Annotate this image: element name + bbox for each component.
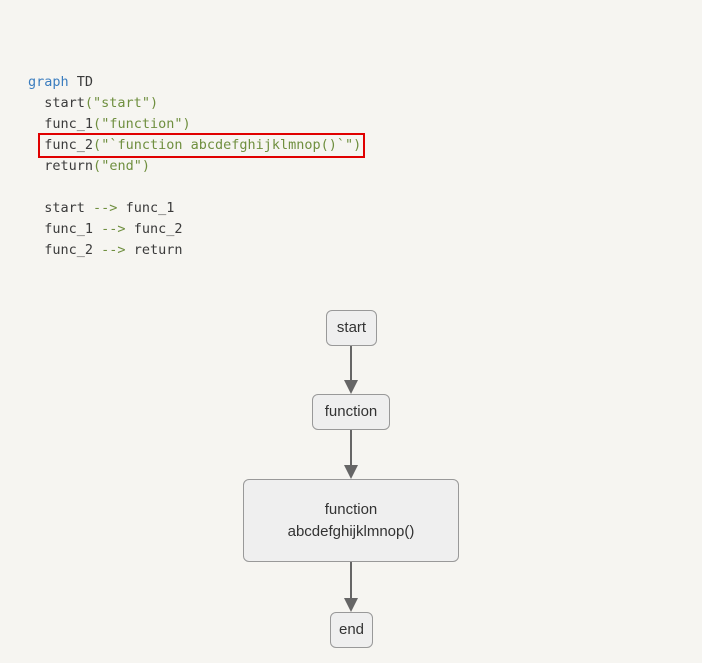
code-token-arrow: --> <box>101 221 126 237</box>
code-lines: graph TD start("start") func_1("function… <box>28 72 361 261</box>
node-label: function <box>324 403 378 420</box>
code-token-plain: func_1 <box>44 116 94 132</box>
node-label: end <box>338 621 365 638</box>
code-indent <box>28 95 44 111</box>
code-line-9: func_2 --> return <box>28 240 361 261</box>
code-token-plain: func_1 <box>44 221 102 237</box>
code-line-8: func_1 --> func_2 <box>28 219 361 240</box>
mermaid-rendered-flowchart: start function function abcdefghijklmnop… <box>0 290 702 663</box>
mermaid-source-code[interactable]: graph TD start("start") func_1("function… <box>28 30 365 303</box>
edge-func1-to-func2 <box>344 430 358 479</box>
flowchart-node-func-2[interactable]: function abcdefghijklmnop() <box>243 479 459 562</box>
code-token-str: "end" <box>101 158 142 174</box>
code-token-str: "`function abcdefghijklmnop()`" <box>101 137 354 153</box>
code-indent <box>28 158 44 174</box>
flowchart-node-start[interactable]: start <box>326 310 377 346</box>
code-token-arrow: --> <box>101 242 126 258</box>
flowchart-node-end[interactable]: end <box>330 612 373 648</box>
code-indent <box>28 137 44 153</box>
code-token-str: "function" <box>101 116 183 132</box>
code-line-3: func_1("function") <box>28 114 361 135</box>
flowchart-edges <box>344 346 358 612</box>
code-token-plain: return <box>125 242 183 258</box>
code-token-plain: func_2 <box>44 137 94 153</box>
code-line-2: start("start") <box>28 93 361 114</box>
code-token-plain: start <box>44 95 85 111</box>
code-token-arrow: --> <box>93 200 118 216</box>
code-line-5: return("end") <box>28 156 361 177</box>
code-token-plain: return <box>44 158 94 174</box>
code-indent <box>28 242 44 258</box>
code-token-punct: ) <box>353 137 362 153</box>
code-line-7: start --> func_1 <box>28 198 361 219</box>
code-indent <box>28 200 44 216</box>
code-token-punct: ) <box>182 116 191 132</box>
node-label-line-2: abcdefghijklmnop() <box>287 522 415 540</box>
code-token-plain: start <box>44 200 94 216</box>
code-indent <box>28 221 44 237</box>
code-line-1: graph TD <box>28 72 361 93</box>
code-token-punct: ( <box>93 116 102 132</box>
code-token-plain: func_1 <box>117 200 175 216</box>
edge-start-to-func1 <box>344 346 358 394</box>
edge-func2-to-end <box>344 562 358 612</box>
code-line-4: func_2("`function abcdefghijklmnop()`") <box>28 135 361 156</box>
code-line-6 <box>28 177 361 198</box>
flowchart-node-func-1[interactable]: function <box>312 394 390 430</box>
code-token-str: "start" <box>93 95 150 111</box>
code-token-punct: ( <box>84 95 94 111</box>
code-indent <box>28 116 44 132</box>
code-token-plain: TD <box>68 74 94 90</box>
code-token-punct: ( <box>93 158 102 174</box>
code-token-punct: ) <box>149 95 159 111</box>
node-label-line-1: function <box>324 500 378 518</box>
code-token-plain: func_2 <box>125 221 183 237</box>
code-token-kw: graph <box>28 74 69 90</box>
node-label: start <box>336 319 367 336</box>
code-token-punct: ) <box>141 158 150 174</box>
code-token-punct: ( <box>93 137 102 153</box>
code-token-plain: func_2 <box>44 242 102 258</box>
